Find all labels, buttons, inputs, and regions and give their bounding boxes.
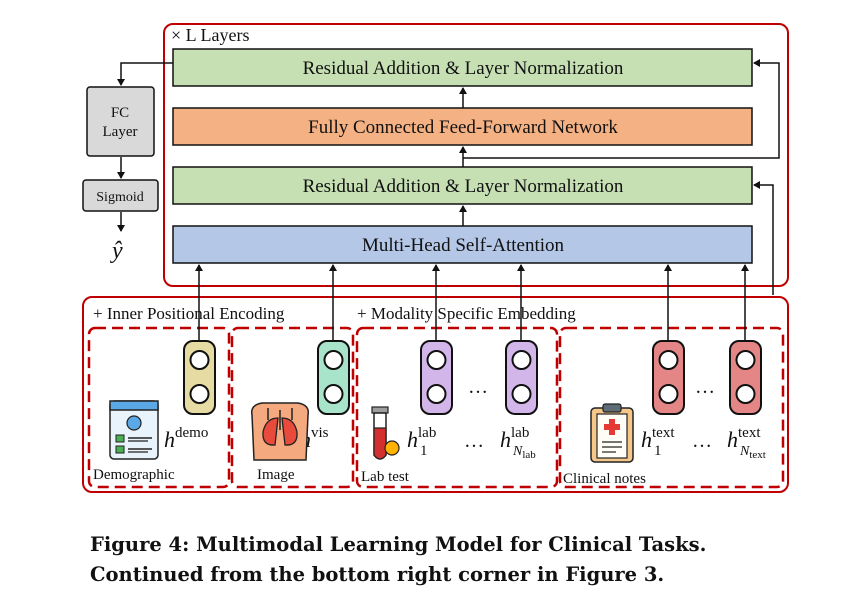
residual-norm-top [172, 48, 753, 87]
positional-encoding-label: + Inner Positional Encoding [93, 304, 285, 323]
residual-norm-bottom-label: Residual Addition & Layer Normalization [303, 176, 624, 197]
notes-group [558, 326, 785, 489]
ellipsis-lab-tokens: … [468, 376, 488, 398]
token-lab-n [505, 340, 538, 415]
fc-label-line1: FC [111, 105, 129, 121]
sigmoid-label: Sigmoid [96, 190, 143, 205]
label-h-demo: hdemo [164, 425, 208, 452]
ellipsis-lab-labels: … [464, 430, 484, 452]
encoder-frame [163, 23, 789, 287]
image-label: Image [257, 467, 295, 483]
label-h-text-n: htext [727, 425, 761, 452]
model-diagram: × L Layers Residual Addition & Layer Nor… [82, 23, 789, 493]
token-text-n [729, 340, 762, 415]
residual-norm-top-label: Residual Addition & Layer Normalization [303, 58, 624, 79]
internal-arrows [117, 59, 780, 295]
label-h-lab-1: hlab [407, 425, 436, 452]
lab-test-label: Lab test [361, 469, 410, 485]
label-h-lab-1-sub: 1 [420, 443, 428, 459]
ellipsis-text-labels: … [692, 430, 712, 452]
token-text-1 [652, 340, 685, 415]
sigmoid-box [82, 179, 159, 212]
token-vis [317, 340, 350, 415]
label-h-text-n-sub: Ntext [739, 444, 766, 461]
multi-head-attention [172, 225, 753, 264]
test-tube-icon [371, 406, 400, 460]
multi-head-attention-label: Multi-Head Self-Attention [362, 235, 565, 256]
feed-forward-label: Fully Connected Feed-Forward Network [308, 117, 618, 138]
feed-forward-network [172, 107, 753, 146]
demographic-group [87, 326, 231, 489]
ellipsis-text-tokens: … [695, 376, 715, 398]
demographic-label: Demographic [93, 467, 175, 483]
fc-layer [86, 86, 155, 157]
token-arrows [195, 264, 749, 343]
lab-group [355, 326, 559, 489]
layers-label: × L Layers [171, 25, 249, 45]
demographic-card-icon [109, 400, 159, 460]
chest-xray-icon [250, 402, 310, 461]
label-h-lab-n-sub: Nlab [512, 444, 536, 461]
label-h-text-1-sub: 1 [654, 443, 662, 459]
clinical-notes-label: Clinical notes [563, 471, 646, 487]
label-h-lab-n: hlab [500, 425, 529, 452]
token-lab-1 [420, 340, 453, 415]
clipboard-icon [590, 403, 634, 463]
figure-caption: Figure 4: Multimodal Learning Model for … [90, 533, 707, 586]
token-demo [183, 340, 216, 415]
output-y-hat: ŷ [110, 238, 123, 264]
fc-label-line2: Layer [103, 124, 138, 140]
image-group [230, 326, 355, 489]
modality-embedding-label: + Modality Specific Embedding [357, 304, 576, 323]
label-h-text-1: htext [641, 425, 675, 452]
